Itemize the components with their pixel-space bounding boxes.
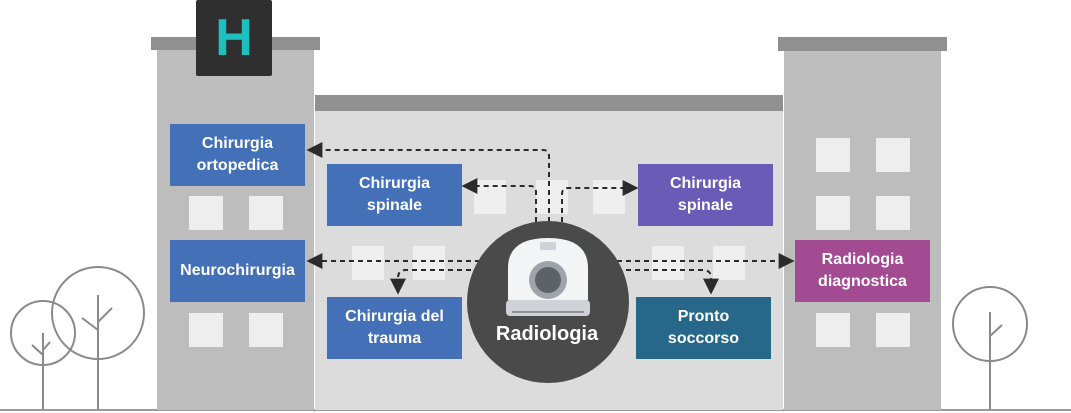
dept-chirurgia-del-trauma: Chirurgia del trauma [327,297,462,359]
dept-chirurgia-ortopedica: Chirurgia ortopedica [170,124,305,186]
windows-middle [352,180,745,280]
dept-radiologia-diagnostica: Radiologia diagnostica [795,240,930,302]
tree-icon [10,300,76,410]
link-spinale-right [561,180,639,222]
windows-left [189,196,283,347]
right-building-roof [778,37,947,51]
dept-chirurgia-spinale-right: Chirurgia spinale [638,164,773,226]
middle-building-roof [315,95,783,111]
ct-scanner-icon [506,238,590,316]
link-ortopedica [306,142,550,222]
dept-neurochirurgia: Neurochirurgia [170,240,305,302]
hospital-sign-letter: H [215,9,253,67]
link-trauma [390,269,480,295]
dept-chirurgia-spinale-left: Chirurgia spinale [327,164,462,226]
left-building [157,50,314,410]
radiologia-label: Radiologia [495,323,599,345]
dept-pronto-soccorso: Pronto soccorso [636,297,771,359]
right-building [784,51,941,410]
tree-icon [952,286,1028,410]
link-pronto-soccorso [617,269,719,295]
hospital-h-icon [196,0,272,76]
link-spinale-left [461,178,537,222]
windows-right [816,138,910,347]
tree-icon [51,266,145,410]
